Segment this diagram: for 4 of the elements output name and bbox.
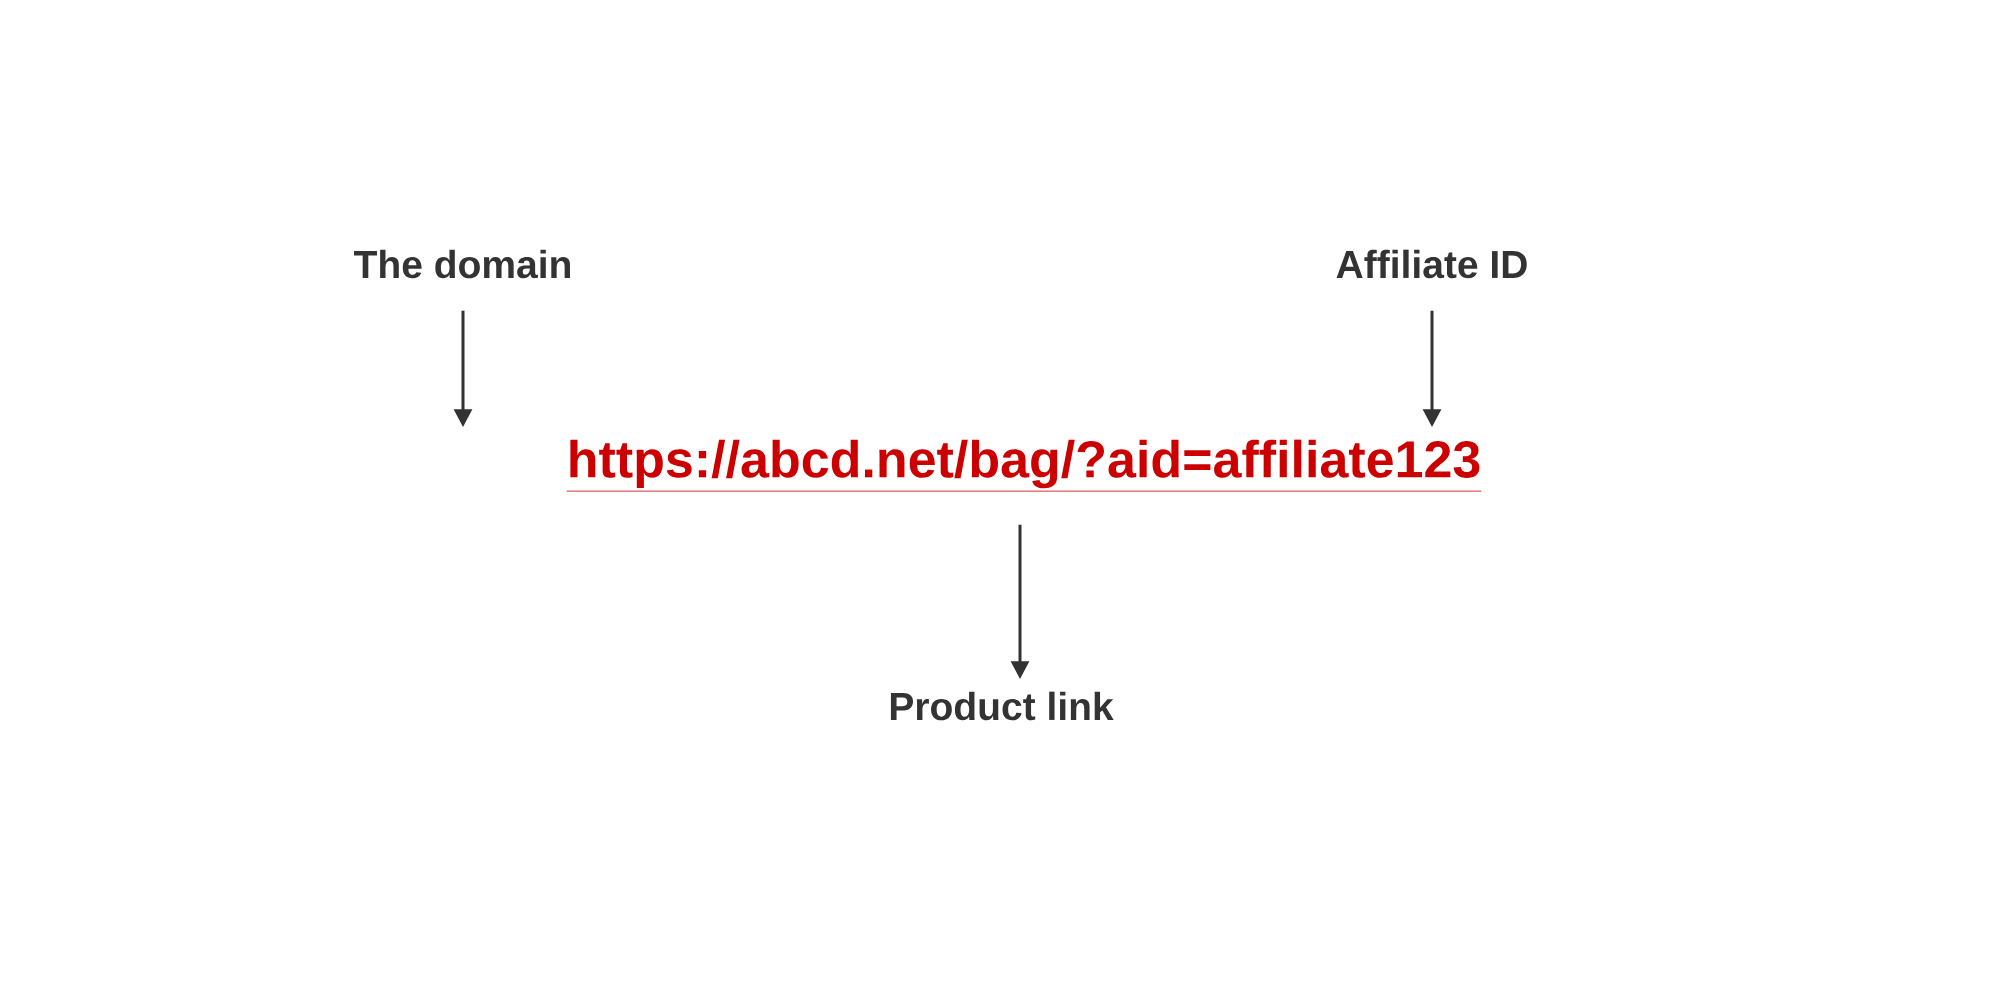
link-text: https://abcd.net/bag/?aid=affiliate123 bbox=[566, 439, 1482, 492]
label-text: Affiliate ID bbox=[1336, 249, 1527, 279]
label-text: Product link bbox=[890, 691, 1114, 721]
label-text: The domain bbox=[354, 249, 570, 279]
